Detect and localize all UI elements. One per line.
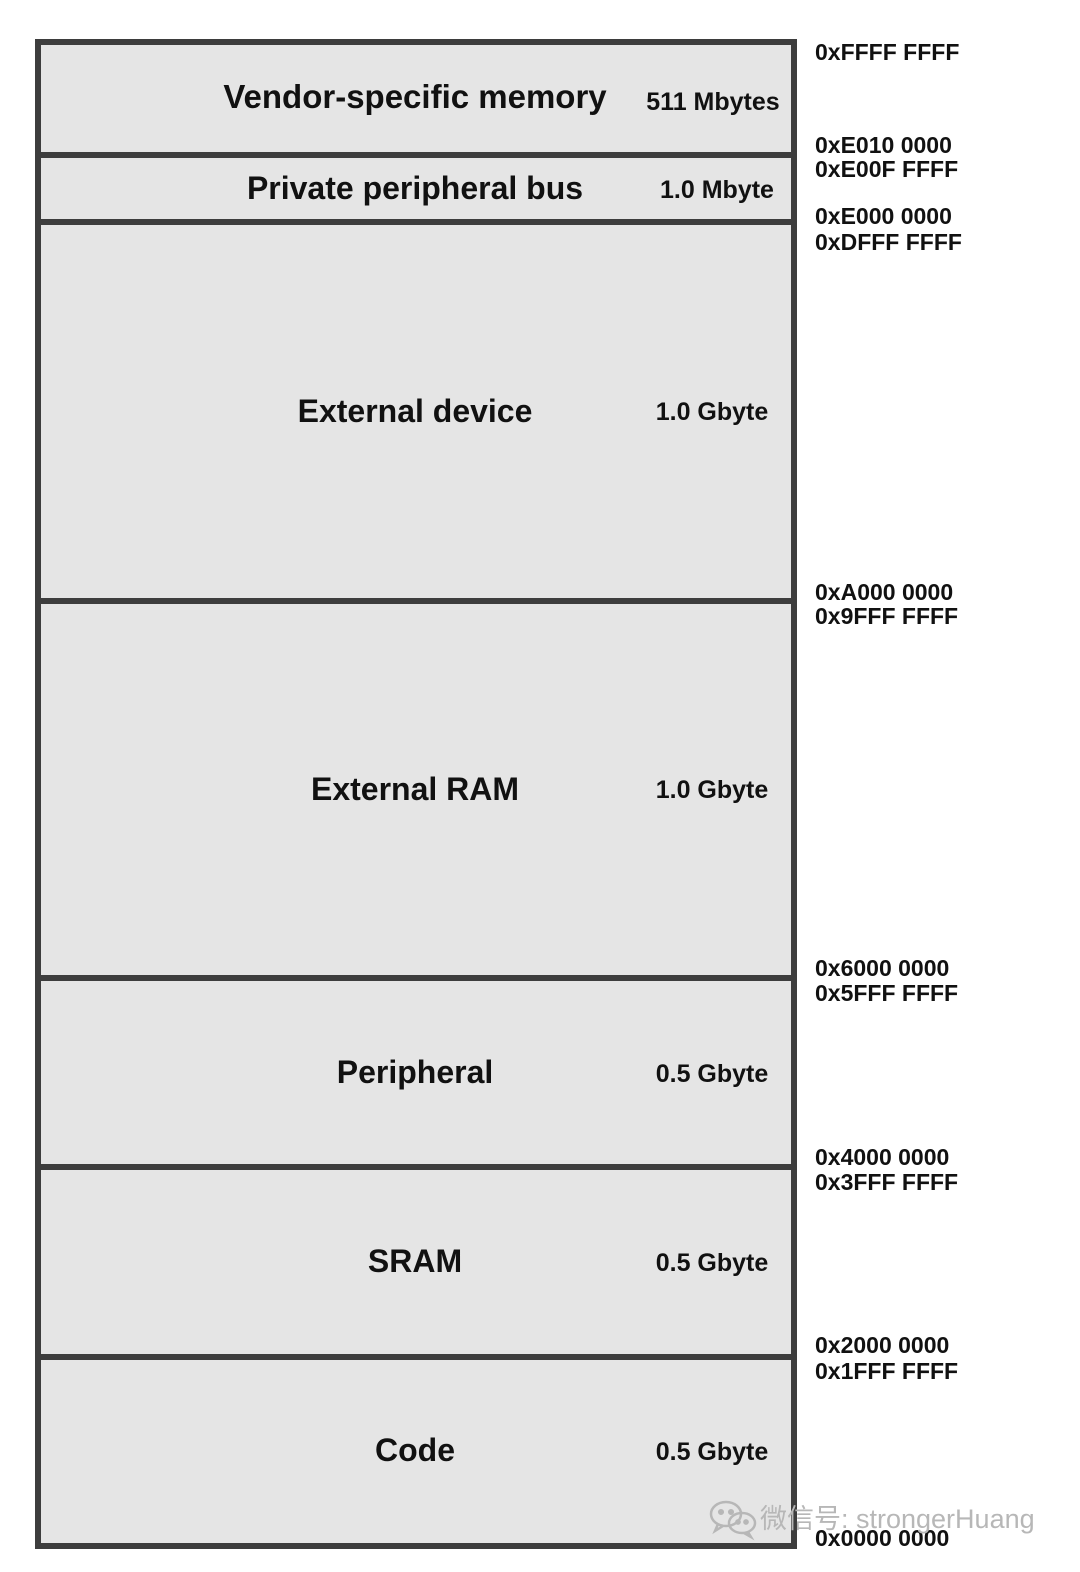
address-label: 0xE010 0000 bbox=[815, 132, 952, 158]
region-name-peripheral: Peripheral bbox=[337, 1054, 494, 1090]
address-label: 0xFFFF FFFF bbox=[815, 39, 959, 65]
region-size-external-device: 1.0 Gbyte bbox=[656, 398, 769, 426]
address-label: 0x1FFF FFFF bbox=[815, 1358, 958, 1384]
region-size-sram: 0.5 Gbyte bbox=[656, 1249, 769, 1277]
address-label: 0x2000 0000 bbox=[815, 1332, 949, 1358]
address-label: 0xE000 0000 bbox=[815, 203, 952, 229]
region-size-vendor: 511 Mbytes bbox=[646, 88, 779, 116]
memory-column-frame bbox=[35, 39, 797, 1549]
address-label: 0x4000 0000 bbox=[815, 1144, 949, 1170]
memory-column-fill bbox=[38, 42, 794, 1546]
region-size-ppb: 1.0 Mbyte bbox=[660, 176, 774, 204]
address-label: 0xE00F FFFF bbox=[815, 156, 958, 182]
region-name-code: Code bbox=[375, 1432, 455, 1468]
region-name-sram: SRAM bbox=[368, 1243, 462, 1279]
region-size-code: 0.5 Gbyte bbox=[656, 1438, 769, 1466]
region-name-external-ram: External RAM bbox=[311, 771, 519, 807]
region-size-peripheral: 0.5 Gbyte bbox=[656, 1060, 769, 1088]
address-label: 0xA000 0000 bbox=[815, 579, 953, 605]
watermark-text: 微信号: strongerHuang bbox=[760, 1504, 1035, 1534]
region-name-external-device: External device bbox=[298, 393, 533, 429]
address-label: 0x0000 0000 bbox=[815, 1525, 949, 1551]
address-label: 0x6000 0000 bbox=[815, 955, 949, 981]
region-name-vendor: Vendor-specific memory bbox=[223, 78, 607, 115]
address-label: 0x9FFF FFFF bbox=[815, 603, 958, 629]
address-label: 0x5FFF FFFF bbox=[815, 980, 958, 1006]
region-name-ppb: Private peripheral bus bbox=[247, 170, 583, 206]
wechat-icon bbox=[709, 1500, 757, 1541]
region-size-external-ram: 1.0 Gbyte bbox=[656, 776, 769, 804]
address-label: 0xDFFF FFFF bbox=[815, 229, 962, 255]
address-label: 0x3FFF FFFF bbox=[815, 1169, 958, 1195]
